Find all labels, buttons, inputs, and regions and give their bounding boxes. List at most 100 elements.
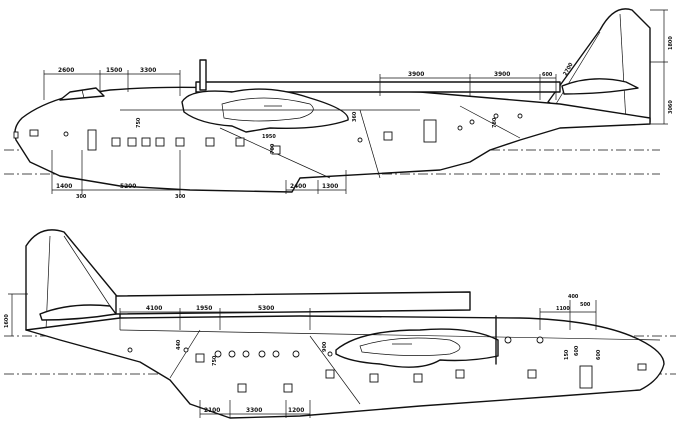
dim-label: 1800	[668, 36, 674, 50]
dim-label: 400	[568, 294, 579, 300]
porthole-lower	[258, 350, 266, 358]
porthole-lower	[272, 350, 280, 358]
porthole-lower	[536, 336, 544, 344]
aft-line-upper	[459, 105, 521, 139]
porthole-upper	[493, 113, 499, 119]
fin-spar-lower	[63, 235, 111, 307]
tailplane-upper	[561, 78, 639, 95]
dim-label: 4100	[146, 304, 162, 312]
window-upper	[127, 137, 137, 147]
dim-label: 780	[492, 117, 498, 128]
engine-nacelle-lower	[335, 328, 499, 368]
nacelle-cowl-lower	[359, 337, 461, 356]
rudder-hinge-upper	[619, 13, 627, 123]
nose-marker-upper	[13, 131, 19, 139]
dim-label: 150	[564, 349, 570, 360]
dim-label: 5300	[258, 304, 274, 312]
dim-label: 3300	[140, 66, 156, 74]
dim-label: 600	[574, 345, 580, 356]
porthole-upper	[469, 119, 475, 125]
dim-label: 1100	[556, 306, 570, 312]
dim-label: 1500	[106, 66, 122, 74]
porthole-upper	[457, 125, 463, 131]
dim-label: 1950	[262, 134, 276, 140]
aircraft-side-view-upper: 2600 1500 3300 3900 3900 600 1400 300 52…	[4, 8, 674, 200]
window-lower	[369, 373, 379, 383]
cockpit-glazing-upper	[59, 87, 105, 101]
dim-label: 600	[596, 349, 602, 360]
porthole-lower	[214, 350, 222, 358]
porthole-lower	[242, 350, 250, 358]
dim-label: 1950	[196, 304, 212, 312]
dim-label: 1300	[322, 182, 338, 190]
window-lower	[527, 369, 537, 379]
window-upper	[383, 131, 393, 141]
dim-label: 600	[542, 72, 553, 78]
window-lower	[237, 383, 247, 393]
dim-label: 500	[580, 302, 591, 308]
dim-label: 3060	[668, 100, 674, 114]
window-lower	[195, 353, 205, 363]
wing-strip-upper	[195, 81, 561, 93]
window-lower	[455, 369, 465, 379]
marking-square-upper	[29, 129, 39, 137]
dimension-lines-lower	[8, 293, 597, 418]
porthole-lower	[327, 351, 333, 357]
window-lower	[283, 383, 293, 393]
wing-mast-upper	[199, 59, 207, 91]
porthole-lower	[292, 350, 300, 358]
frame-line-lower	[169, 329, 201, 379]
marking-square-lower	[637, 363, 647, 371]
dim-label: 2600	[58, 66, 74, 74]
porthole-upper	[63, 131, 69, 137]
engine-nacelle-upper	[181, 88, 349, 133]
porthole-lower	[228, 350, 236, 358]
window-upper	[175, 137, 185, 147]
dim-label: 750	[212, 355, 218, 366]
window-lower	[325, 369, 335, 379]
dim-label: 5200	[120, 182, 136, 190]
dim-label: 700	[270, 143, 276, 154]
dim-label: 2400	[290, 182, 306, 190]
dim-label: 2100	[204, 406, 220, 414]
dimension-lines-upper	[43, 9, 668, 194]
door-upper	[423, 119, 437, 143]
dim-label: 360	[352, 111, 358, 122]
door-lower	[579, 365, 593, 389]
frame-line-upper	[359, 109, 381, 179]
chine-line-lower	[119, 329, 661, 341]
nose-door-upper	[87, 129, 97, 151]
step-line-lower	[309, 335, 361, 405]
window-upper	[205, 137, 215, 147]
dim-label: 900	[322, 341, 328, 352]
hull-upper	[14, 86, 651, 193]
dim-label: 300	[76, 194, 87, 200]
dim-label: 300	[175, 194, 186, 200]
cockpit-frame-upper	[81, 89, 85, 99]
window-lower	[413, 373, 423, 383]
window-upper	[155, 137, 165, 147]
dim-label: 750	[136, 117, 142, 128]
dim-label: 3300	[246, 406, 262, 414]
window-upper	[271, 145, 281, 155]
porthole-lower	[127, 347, 133, 353]
dim-label: 440	[176, 339, 182, 350]
dim-label: 1200	[288, 406, 304, 414]
dim-label: 1400	[56, 182, 72, 190]
hull-lower	[25, 315, 665, 419]
nacelle-cowl-upper	[221, 97, 314, 122]
porthole-lower	[183, 347, 189, 353]
wing-strip-lower	[115, 291, 471, 315]
porthole-lower	[504, 336, 512, 344]
dim-label: 3900	[408, 70, 424, 78]
window-upper	[141, 137, 151, 147]
dim-label: 3900	[494, 70, 510, 78]
aircraft-side-view-lower: 4100 1950 5300 1100 400 500 2100 3300 12…	[4, 229, 676, 419]
window-upper	[235, 137, 245, 147]
porthole-upper	[357, 137, 363, 143]
porthole-upper	[517, 113, 523, 119]
window-upper	[111, 137, 121, 147]
dim-label: 1600	[4, 314, 10, 328]
